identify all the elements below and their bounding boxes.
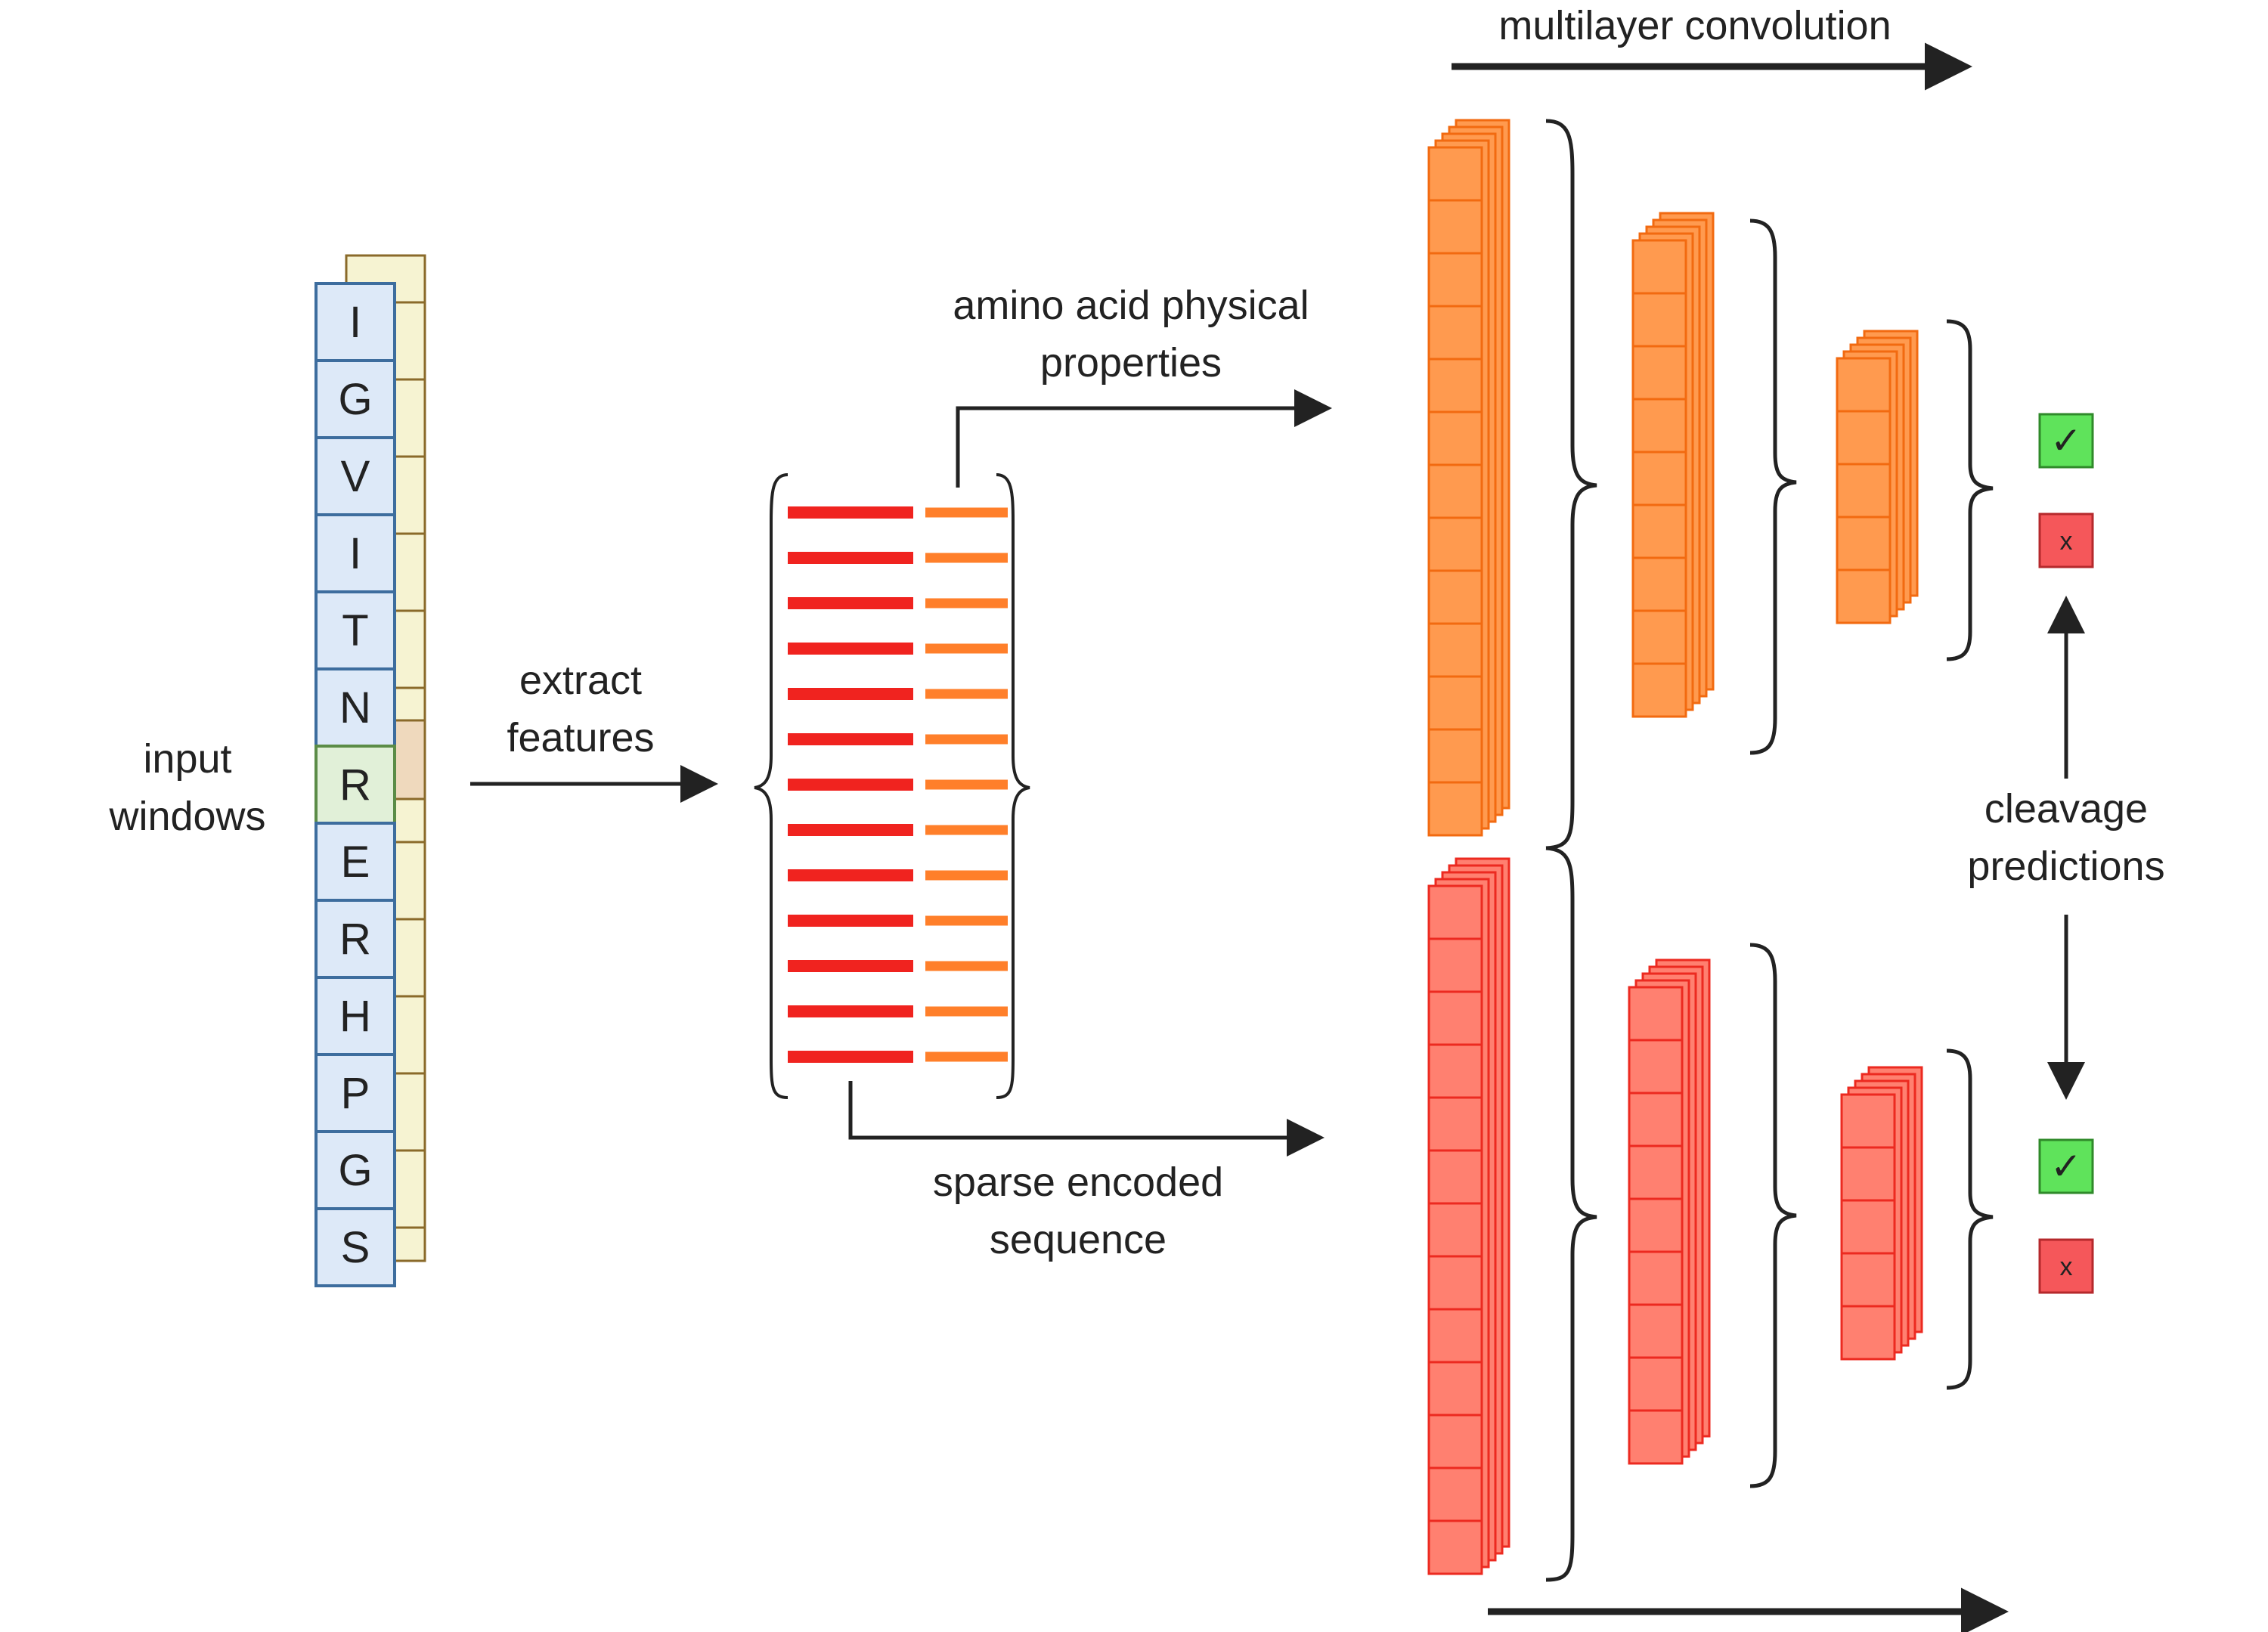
cleavage-label-line1: cleavage — [1984, 786, 2148, 831]
residue-letter: S — [341, 1223, 370, 1272]
residue-cell: I — [314, 282, 396, 362]
residue-cell: S — [314, 1207, 396, 1287]
residue-cell: R — [314, 899, 396, 979]
brace-top-layer2-icon — [1749, 218, 1797, 755]
feature-right-brace-icon — [996, 473, 1030, 1099]
check-icon: ✓ — [2050, 420, 2082, 462]
extract-features-label-line2: features — [507, 715, 654, 760]
cross-icon: x — [2060, 1253, 2073, 1281]
top-negative-prediction: x — [2038, 513, 2094, 568]
feature-matrix — [788, 506, 1008, 1063]
top-positive-prediction: ✓ — [2038, 413, 2094, 469]
conv-stack-top-layer1 — [1427, 119, 1510, 837]
residue-letter: T — [342, 606, 368, 655]
residue-cell: G — [314, 359, 396, 439]
shifted-window-highlight — [393, 719, 426, 801]
residue-letter: I — [349, 298, 361, 347]
input-windows-label-line2: windows — [108, 794, 265, 839]
residue-cell: P — [314, 1053, 396, 1133]
residue-letter: N — [339, 683, 371, 732]
residue-letter: I — [349, 529, 361, 578]
extract-features-label-line1: extract — [519, 658, 642, 703]
input-windows-label-line1: input — [143, 736, 231, 782]
residue-cell: E — [314, 822, 396, 902]
bottom-positive-prediction: ✓ — [2038, 1138, 2094, 1194]
residue-cell: N — [314, 667, 396, 748]
check-icon: ✓ — [2050, 1145, 2082, 1188]
cleavage-label-line2: predictions — [1967, 844, 2164, 889]
sparse-encoded-label-line1: sparse encoded — [933, 1160, 1223, 1205]
conv-stack-bottom-layer1 — [1427, 857, 1510, 1575]
residue-letter: H — [339, 992, 371, 1041]
residue-letter: P — [341, 1069, 370, 1118]
brace-top-layer3-icon — [1946, 319, 1994, 661]
residue-letter: R — [339, 915, 371, 964]
residue-cell: V — [314, 436, 396, 516]
physical-properties-arrow — [956, 389, 1332, 488]
conv-stack-top-layer3 — [1836, 330, 1919, 624]
conv-stack-top-layer2 — [1631, 212, 1715, 718]
conv-stack-bottom-layer2 — [1628, 958, 1711, 1465]
brace-bottom-layer1-icon — [1545, 846, 1597, 1582]
brace-bottom-layer3-icon — [1946, 1048, 1994, 1390]
residue-letter: G — [338, 375, 372, 424]
brace-bottom-layer2-icon — [1749, 943, 1797, 1488]
residue-cell: T — [314, 590, 396, 670]
cross-icon: x — [2060, 527, 2073, 556]
multilayer-convolution-label: multilayer convolution — [1498, 3, 1891, 48]
residue-cell: R — [314, 745, 396, 825]
feature-left-brace-icon — [754, 473, 789, 1099]
residue-cell: H — [314, 976, 396, 1056]
brace-top-layer1-icon — [1545, 119, 1597, 850]
residue-cell: G — [314, 1130, 396, 1210]
convolution-layers — [1427, 119, 1923, 1575]
residue-letter: E — [341, 838, 370, 887]
residue-letter: G — [338, 1146, 372, 1195]
amino-acid-label-line1: amino acid physical — [953, 283, 1309, 328]
bottom-negative-prediction: x — [2038, 1238, 2094, 1294]
conv-stack-bottom-layer3 — [1840, 1066, 1923, 1361]
sparse-encoded-arrow — [848, 1081, 1325, 1157]
residue-letter: R — [339, 760, 371, 810]
amino-acid-label-line2: properties — [1040, 340, 1222, 386]
residue-letter: V — [341, 452, 370, 501]
sparse-encoded-label-line2: sequence — [990, 1217, 1167, 1262]
residue-cell: I — [314, 513, 396, 593]
